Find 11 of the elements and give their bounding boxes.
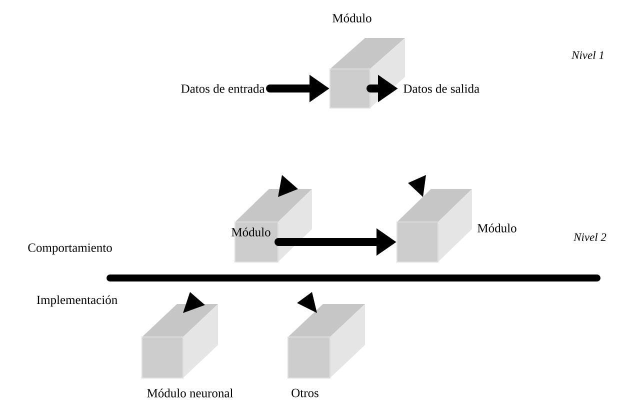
module-label: Módulo [478, 224, 516, 232]
text-label: Datos de entrada [181, 84, 265, 93]
module-label: Módulo [332, 14, 372, 22]
level-label: Nivel 2 [573, 232, 606, 242]
module-label: Otros [292, 388, 318, 398]
module-label: Módulo neuronal [147, 388, 233, 398]
section-label: Implementación [36, 295, 118, 307]
section-label: Comportamiento [28, 244, 112, 254]
module-label: Módulo [232, 228, 270, 236]
level-label: Nivel 1 [571, 50, 604, 60]
text-label: Datos de salida [404, 84, 480, 93]
